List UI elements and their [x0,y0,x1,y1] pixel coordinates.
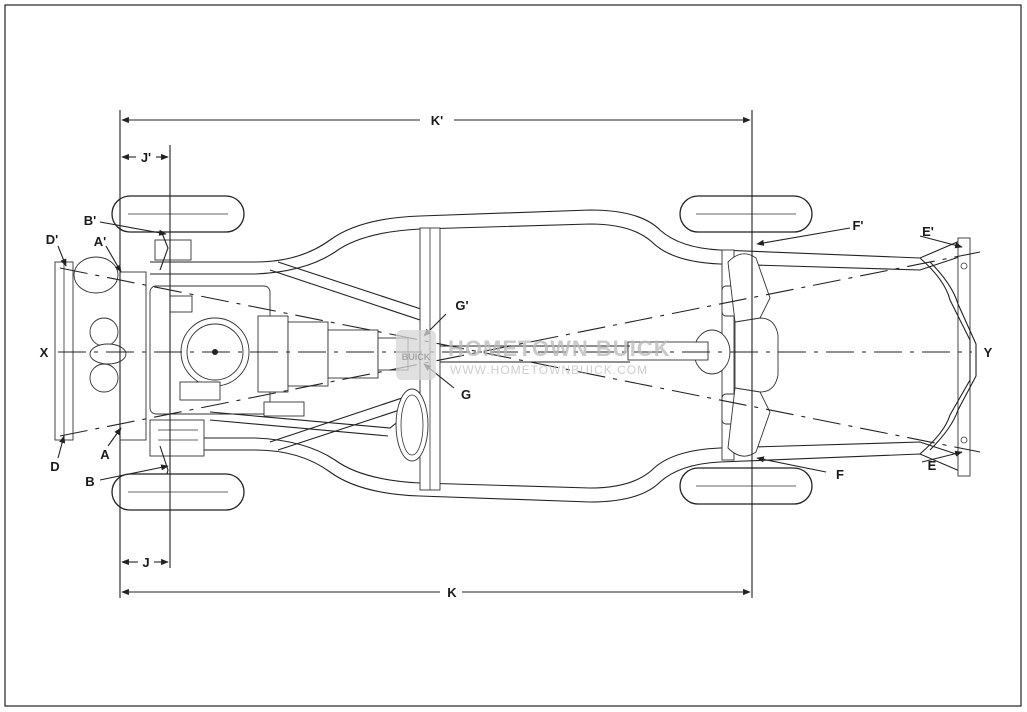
label-e-prime: E' [922,224,934,239]
label-y: Y [984,345,993,360]
label-d-prime: D' [46,232,58,247]
label-b: B [85,474,94,489]
label-j: J [142,555,149,570]
label-d: D [50,459,59,474]
tires [111,195,813,511]
watermark-badge: BUICK [402,352,431,362]
label-k-prime: K' [431,113,443,128]
watermark-url: WWW.HOMETOWNBUICK.COM [450,363,648,377]
label-f-prime: F' [852,218,863,233]
label-x: X [40,345,49,360]
diagram-border [4,4,1022,707]
label-j-prime: J' [141,150,151,165]
dimensions [121,116,751,596]
label-a: A [100,447,110,462]
label-k: K [447,585,457,600]
label-e: E [928,458,937,473]
label-a-prime: A' [94,234,106,249]
label-g-prime: G' [455,298,468,313]
watermark: BUICK HOMETOWN BUICK WWW.HOMETOWNBUICK.C… [396,330,671,380]
point-labels: K' J' B' D' A' G' F' E' X Y G D A B F E … [40,113,993,600]
label-f: F [836,467,844,482]
label-b-prime: B' [84,213,96,228]
label-g: G [461,387,471,402]
watermark-title: HOMETOWN BUICK [448,336,671,361]
reference-lines [58,110,981,598]
